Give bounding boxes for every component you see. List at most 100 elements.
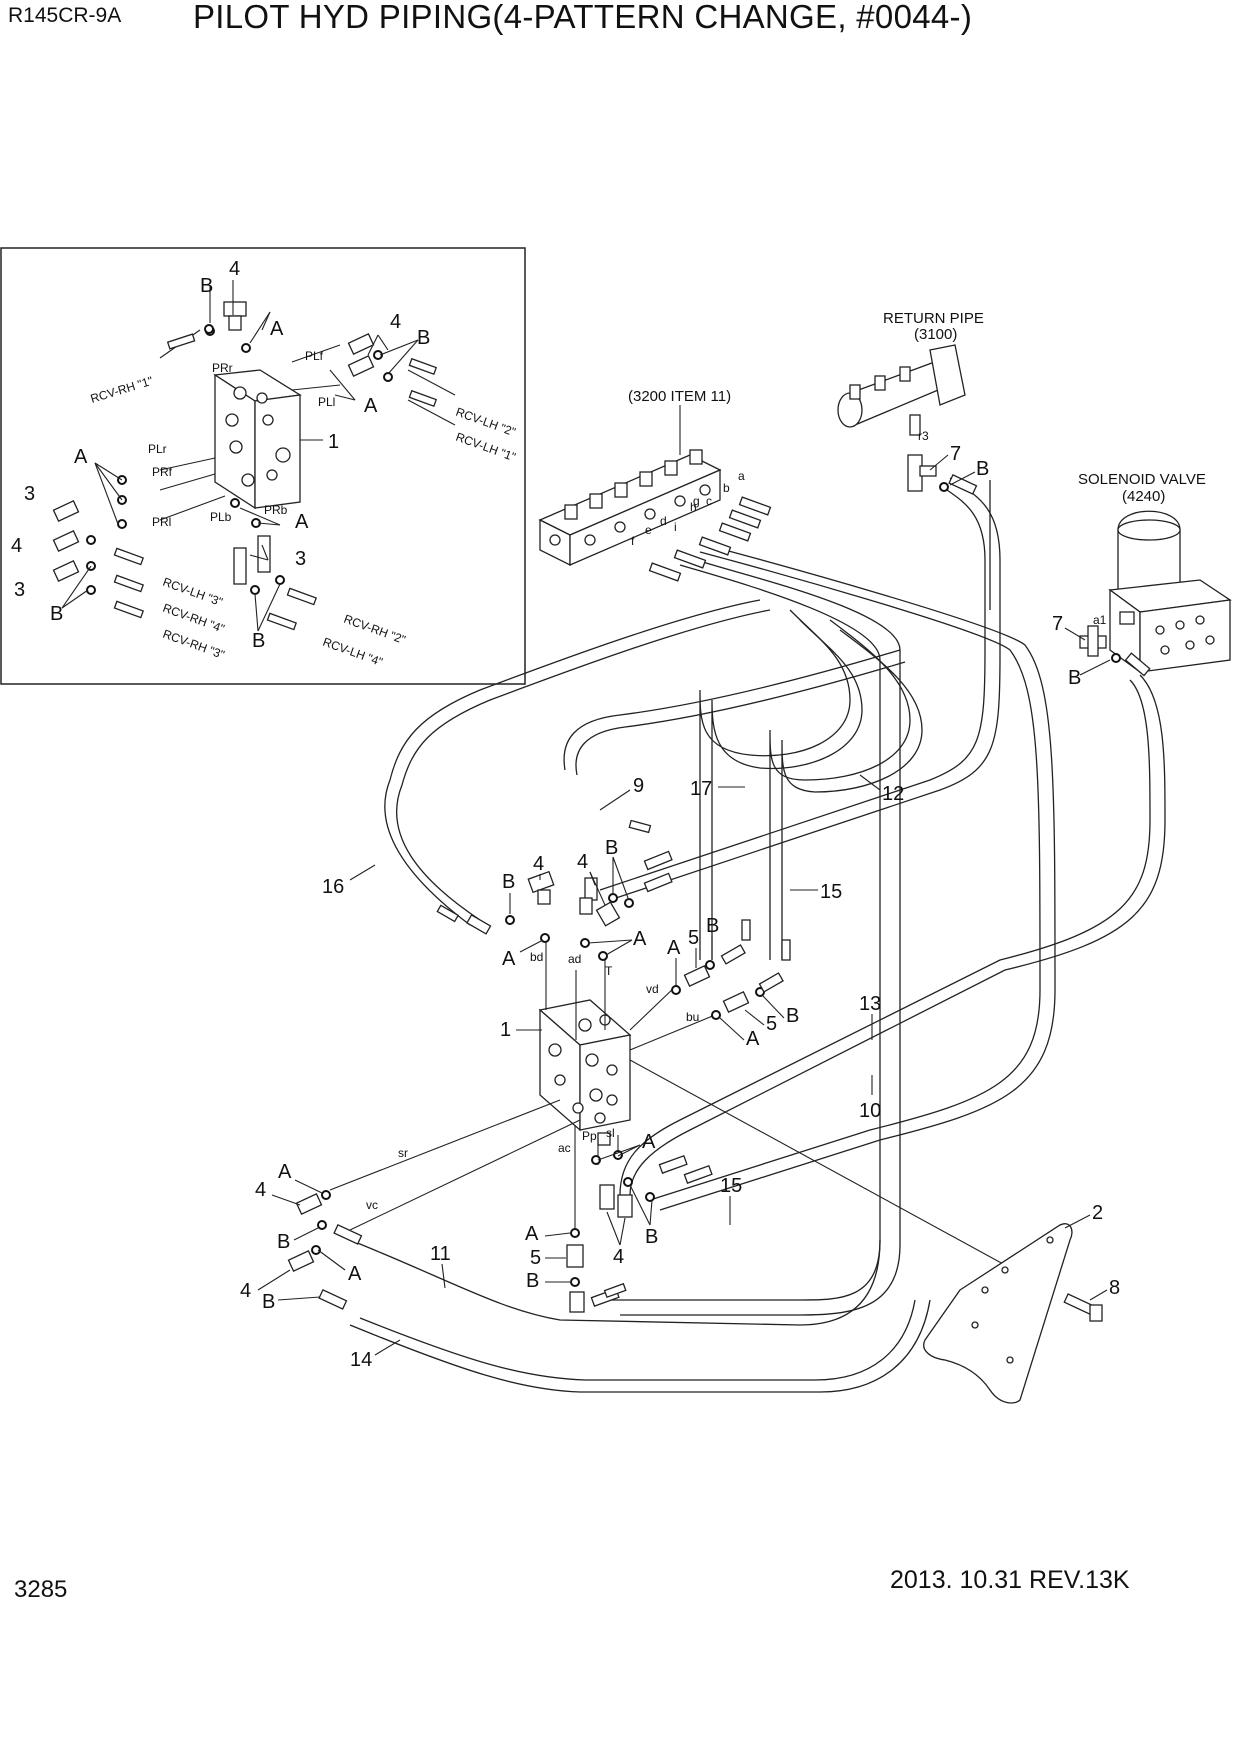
inset-label-b-left: B xyxy=(50,603,63,625)
label-15-upper: 15 xyxy=(820,881,842,903)
port-PRr: PRr xyxy=(212,361,233,375)
inset-fittings-left xyxy=(52,500,80,582)
adapters-5 xyxy=(566,965,750,1268)
port-PRf: PRf xyxy=(152,465,173,479)
port-h: h xyxy=(690,500,697,514)
revision-date: 2013. 10.31 REV.13K xyxy=(890,1566,1130,1594)
label-4-sr: 4 xyxy=(255,1179,266,1201)
label-b-lower: B xyxy=(262,1291,275,1313)
label-5-ac: 5 xyxy=(530,1247,541,1269)
pilot-manifold xyxy=(538,449,722,567)
label-b-top-right: B xyxy=(976,458,989,480)
label-b-ad: B xyxy=(605,837,618,859)
inset-label-b-right: B xyxy=(417,327,430,349)
label-b-bu: B xyxy=(786,1005,799,1027)
solenoid-valve xyxy=(1108,510,1232,674)
port-PRl: PRl xyxy=(152,515,171,529)
label-a-bu: A xyxy=(746,1028,760,1050)
inset-label-b-bottom: B xyxy=(252,630,265,652)
inset-label-4-left: 4 xyxy=(11,535,22,557)
inset-label-3-upper: 3 xyxy=(24,483,35,505)
page-number: 3285 xyxy=(14,1576,68,1603)
o-rings-main xyxy=(311,893,765,1287)
port-a: a xyxy=(738,469,745,483)
inset-leaders xyxy=(61,280,419,632)
inset-label-a-right: A xyxy=(364,395,378,417)
inset-fittings-bottom xyxy=(233,535,271,585)
pipe-runs xyxy=(349,477,1166,1393)
inset-label-a-top: A xyxy=(270,318,284,340)
label-a-ad: A xyxy=(633,928,647,950)
inset-label-4-right: 4 xyxy=(390,311,401,333)
port-vc: vc xyxy=(366,1198,378,1212)
label-7-top: 7 xyxy=(950,443,961,465)
port-d: d xyxy=(660,514,667,528)
port-PRb: PRb xyxy=(264,503,288,517)
label-7-solenoid: 7 xyxy=(1052,613,1063,635)
hose-tag-rcv-rh-2: RCV-RH "2" xyxy=(342,612,407,647)
label-a-ac: A xyxy=(525,1223,539,1245)
label-a-sl: A xyxy=(642,1131,656,1153)
label-5-vd: 5 xyxy=(688,927,699,949)
port-e: e xyxy=(645,523,652,537)
model-code: R145CR-9A xyxy=(8,4,122,27)
label-10: 10 xyxy=(859,1100,881,1122)
hose-tag-rcv-rh-1: RCV-RH "1" xyxy=(89,374,155,406)
port-Pp: Pp xyxy=(582,1129,597,1143)
label-4-bd: 4 xyxy=(533,853,544,875)
solenoid-valve-ref: (4240) xyxy=(1122,488,1165,505)
bolt-8 xyxy=(1063,1293,1103,1322)
elbow-fittings-bottom xyxy=(287,1184,633,1272)
port-sr: sr xyxy=(398,1146,408,1160)
elbow-fittings-top xyxy=(527,870,621,927)
label-14: 14 xyxy=(350,1349,372,1371)
return-pipe xyxy=(837,344,966,436)
inset-label-3-bottom: 3 xyxy=(295,548,306,570)
port-vd: vd xyxy=(646,982,659,996)
label-b-ac: B xyxy=(526,1270,539,1292)
inset-o-rings xyxy=(86,324,393,595)
label-17: 17 xyxy=(690,778,712,800)
port-bu: bu xyxy=(686,1010,699,1024)
fitting-7-solenoid xyxy=(1079,625,1107,657)
hose-tag-rcv-lh-4: RCV-LH "4" xyxy=(321,635,385,670)
inset-label-a-bottom: A xyxy=(295,511,309,533)
return-pipe-ref: (3100) xyxy=(914,326,957,343)
inset-valve-block xyxy=(213,369,302,510)
label-15-lower: 15 xyxy=(720,1175,742,1197)
port-b: b xyxy=(723,481,730,495)
label-4-pp: 4 xyxy=(613,1246,624,1268)
label-5-bu: 5 xyxy=(766,1013,777,1035)
port-ac: ac xyxy=(558,1141,571,1155)
port-g: g xyxy=(693,494,700,508)
solenoid-valve-caption: SOLENOID VALVE xyxy=(1078,471,1206,488)
label-16: 16 xyxy=(322,876,344,898)
label-8: 8 xyxy=(1109,1277,1120,1299)
label-4-ad: 4 xyxy=(577,851,588,873)
return-pipe-caption: RETURN PIPE xyxy=(883,310,984,327)
inset-label-1: 1 xyxy=(328,431,339,453)
port-sl: sl xyxy=(606,1126,615,1140)
label-2: 2 xyxy=(1092,1202,1103,1224)
port-i: i xyxy=(674,520,677,534)
main-valve-block xyxy=(538,999,632,1146)
item11-ref-caption: (3200 ITEM 11) xyxy=(628,388,731,405)
inset-label-3-lower: 3 xyxy=(14,579,25,601)
hose-markers xyxy=(436,819,791,1299)
port-bd: bd xyxy=(530,950,543,964)
label-b-bd: B xyxy=(502,871,515,893)
label-13: 13 xyxy=(859,993,881,1015)
label-1: 1 xyxy=(500,1019,511,1041)
label-a-vc: A xyxy=(348,1263,362,1285)
label-b-pp: B xyxy=(645,1226,658,1248)
mounting-bracket xyxy=(923,1223,1073,1404)
inset-label-4-top: 4 xyxy=(229,258,240,280)
port-PLl: PLl xyxy=(318,395,335,409)
port-a1: a1 xyxy=(1093,613,1107,627)
port-c: c xyxy=(706,494,712,508)
port-f: f xyxy=(631,534,635,548)
label-12: 12 xyxy=(882,783,904,805)
port-ad: ad xyxy=(568,952,581,966)
page-title: PILOT HYD PIPING(4-PATTERN CHANGE, #0044… xyxy=(193,0,973,35)
